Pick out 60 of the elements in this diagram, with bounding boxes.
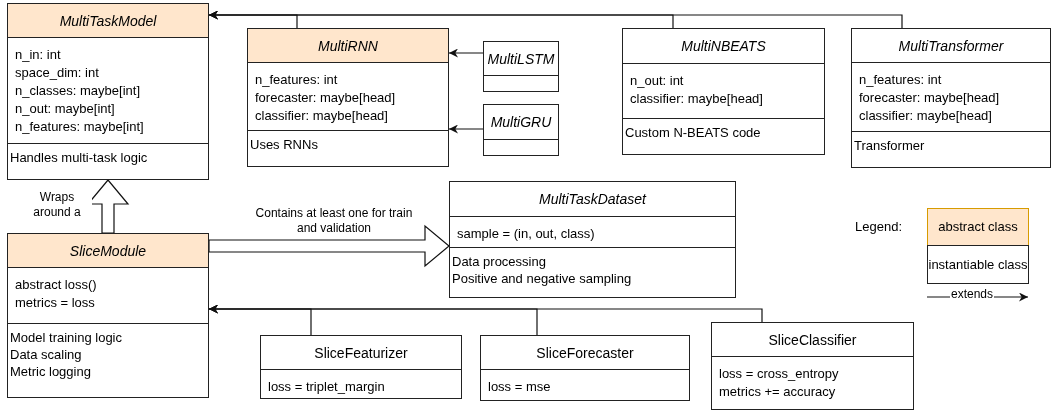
arrow — [208, 304, 763, 323]
class-box — [7, 233, 209, 398]
class-name: MultiTransformer — [898, 36, 1004, 55]
note-text: Data scaling — [10, 346, 82, 363]
attribute-text: metrics = loss — [15, 294, 95, 312]
attribute-text: classifier: maybe[head] — [630, 90, 763, 108]
attribute-text: classifier: maybe[head] — [255, 107, 388, 125]
attribute-text: n_out: int — [630, 72, 684, 90]
attribute-text: n_features: int — [859, 71, 942, 89]
class-name: MultiNBEATS — [681, 37, 766, 55]
class-name: MultiTaskModel — [59, 11, 157, 30]
class-box — [7, 3, 209, 180]
attribute-text: n_features: int — [255, 71, 338, 89]
legend-text: abstract class — [938, 218, 1018, 236]
attribute-text: loss = cross_entropy — [719, 365, 839, 383]
class-box — [851, 28, 1051, 168]
legend-heading: Legend: — [855, 219, 902, 234]
attribute-text: space_dim: int — [15, 64, 99, 82]
class-box — [480, 335, 690, 401]
attribute-text: metrics += accuracy — [719, 383, 836, 401]
arrow — [448, 48, 484, 58]
arrow — [448, 124, 484, 134]
attribute-text: n_features: maybe[int] — [15, 118, 144, 136]
class-name: MultiLSTM — [487, 49, 555, 68]
attribute-text: loss = mse — [488, 378, 551, 396]
class-box — [622, 28, 825, 155]
attribute-text: n_out: maybe[int] — [15, 100, 115, 118]
note-text: Handles multi-task logic — [10, 149, 148, 166]
arrow — [208, 10, 903, 29]
class-name: SliceModule — [69, 241, 147, 260]
class-name: SliceFeaturizer — [314, 343, 408, 362]
note-text: Uses RNNs — [250, 136, 318, 153]
attribute-text: abstract loss() — [15, 276, 97, 294]
note-text: Data processing — [452, 253, 546, 270]
class-box — [260, 335, 462, 399]
attribute-text: forecaster: maybe[head] — [859, 89, 1000, 107]
attribute-text: classifier: maybe[head] — [859, 107, 992, 125]
attribute-text: n_classes: maybe[int] — [15, 82, 140, 100]
legend-text: instantiable class — [928, 255, 1028, 274]
note-text: Model training logic — [10, 329, 122, 346]
note-text: Metric logging — [10, 363, 91, 380]
class-box — [711, 322, 914, 410]
class-name: SliceClassifier — [768, 330, 857, 349]
legend-text: extends — [950, 288, 995, 301]
class-box — [483, 41, 559, 92]
class-name: MultiTaskDataset — [539, 190, 646, 208]
attribute-text: loss = triplet_margin — [268, 378, 385, 396]
attribute-text: forecaster: maybe[head] — [255, 89, 396, 107]
class-box — [247, 28, 449, 167]
class-box — [483, 104, 559, 156]
class-name: MultiRNN — [318, 36, 378, 55]
attribute-text: n_in: int — [15, 46, 61, 64]
block-arrow — [208, 224, 450, 268]
note-text: Transformer — [854, 137, 925, 154]
class-name: MultiGRU — [490, 113, 552, 131]
note-text: Custom N-BEATS code — [625, 124, 761, 141]
class-name: SliceForecaster — [536, 343, 634, 362]
attribute-text: sample = (in, out, class) — [457, 225, 595, 243]
note-text: Positive and negative sampling — [452, 270, 632, 287]
class-box — [449, 181, 736, 298]
